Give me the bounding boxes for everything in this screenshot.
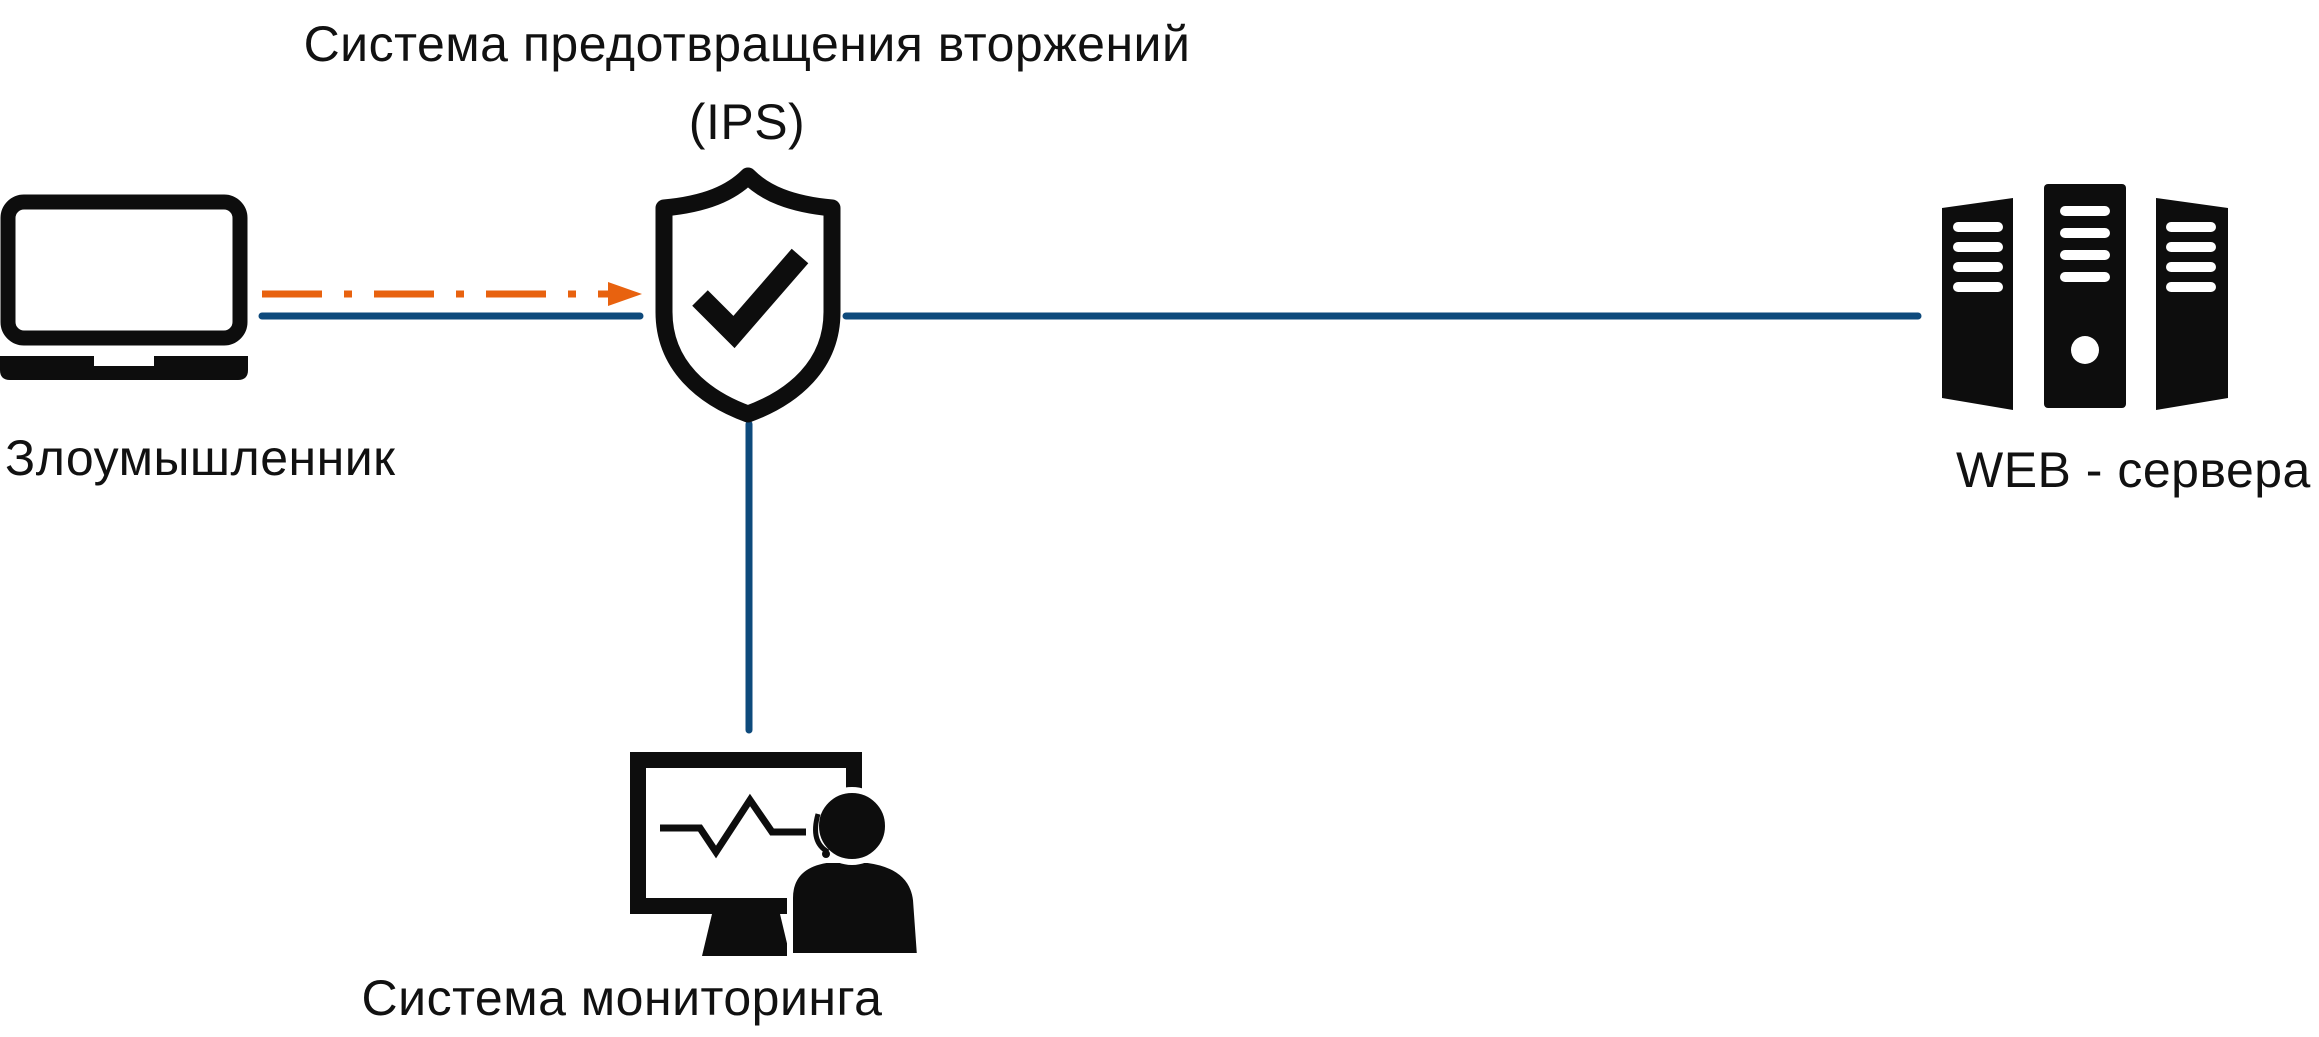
monitoring-label: Система мониторинга: [361, 970, 883, 1026]
laptop-icon: [0, 194, 248, 380]
monitoring-operator-icon: [630, 752, 924, 959]
web-servers-label: WEB - сервера: [1956, 442, 2311, 498]
ips-title-line1: Система предотвращения вторжений: [303, 16, 1191, 72]
attack-flow-arrowhead: [608, 282, 642, 306]
attacker-label: Злоумышленник: [5, 430, 396, 486]
shield-check-icon: [655, 167, 841, 423]
attack-flow-arrow: [262, 282, 642, 306]
ips-title-line2: (IPS): [688, 94, 806, 150]
server-rack-icon: [1942, 184, 2228, 410]
